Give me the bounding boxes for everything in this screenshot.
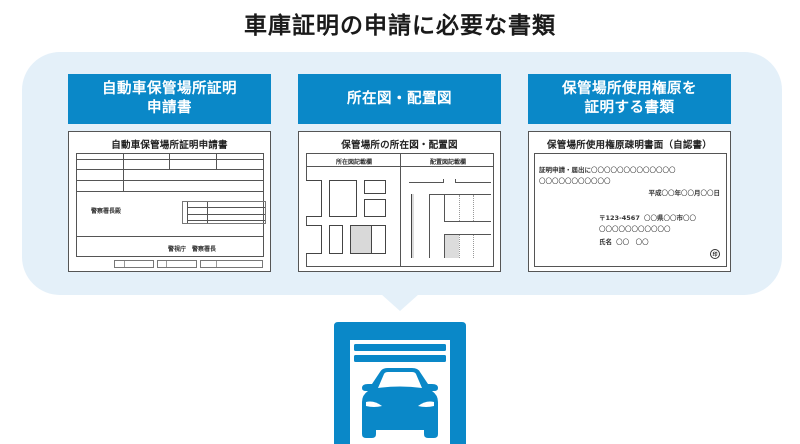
date-year: 年	[674, 189, 682, 197]
document-usage-rights: 保管場所使用権原疎明書面（自認書） 証明申請・届出に〇〇〇〇〇〇〇〇〇〇〇〇〇 …	[528, 131, 731, 272]
column-application-form: 自動車保管場所証明 申請書 自動車保管場所証明申請書 警察署長殿 警視庁 警察署…	[68, 74, 271, 272]
table-line	[123, 154, 124, 191]
table-line	[216, 154, 217, 169]
address-fill: 〇〇	[644, 214, 657, 222]
table-line	[77, 169, 263, 170]
table-line	[169, 154, 170, 169]
address-line-2: 〇〇〇〇〇〇〇〇〇〇〇	[599, 225, 671, 233]
name-line: 氏名 〇〇 〇〇	[599, 236, 649, 246]
address-fill: 〇〇	[683, 214, 696, 222]
page-title-text: 車庫証明の申請に必要な書類	[244, 13, 556, 39]
document-location-map: 保管場所の所在図・配置図 所在図記載欄 配置図記載欄	[298, 131, 501, 272]
table-line	[187, 202, 188, 223]
address-city: 市	[676, 214, 684, 222]
parking-line	[429, 194, 430, 258]
date-era: 平成	[648, 189, 662, 197]
parking-line	[444, 194, 445, 221]
column-header: 保管場所使用権原を 証明する書類	[528, 74, 731, 124]
map-block	[306, 225, 322, 254]
table-line	[166, 261, 167, 267]
table-line	[216, 261, 217, 267]
page-title: 車庫証明の申請に必要な書類	[234, 6, 566, 46]
road-line	[455, 182, 491, 183]
parking-line	[444, 234, 445, 258]
parking-line	[444, 221, 491, 222]
map-block	[371, 225, 386, 254]
stamp-table	[182, 201, 266, 224]
seal-icon: 印	[710, 249, 720, 259]
issuer-text: 警視庁 警察署長	[168, 246, 217, 253]
address-fill: 〇〇	[663, 214, 677, 222]
map-block	[329, 225, 343, 254]
parking-line	[429, 194, 491, 195]
parking-spot-highlight	[445, 235, 459, 258]
column-header: 所在図・配置図	[298, 74, 501, 124]
footer-box	[114, 260, 154, 268]
date-fill: 〇〇	[700, 189, 714, 197]
title-wrap: 車庫証明の申請に必要な書類	[0, 6, 800, 46]
wall-line	[411, 194, 412, 258]
name-label: 氏名	[599, 238, 612, 246]
title-underline	[234, 39, 566, 44]
garage-car-icon	[334, 322, 466, 444]
date-day: 日	[713, 189, 721, 197]
column-location-map: 所在図・配置図 保管場所の所在図・配置図 所在図記載欄 配置図記載欄	[298, 74, 501, 272]
footer-box	[157, 260, 197, 268]
date-fill: 〇〇	[661, 189, 675, 197]
document-title: 保管場所使用権原疎明書面（自認書）	[547, 140, 712, 151]
wall-fill	[412, 194, 414, 258]
table-line	[400, 154, 401, 266]
table-line	[77, 159, 263, 160]
table-line	[77, 191, 263, 192]
placeholder-text: 〇〇〇〇〇〇〇〇〇〇〇〇〇	[591, 166, 676, 174]
postal-code: 〒123-4567	[599, 214, 640, 222]
addressee-text: 警察署長殿	[91, 208, 122, 215]
road-line	[409, 182, 443, 183]
table-line	[187, 214, 265, 215]
table-line	[77, 180, 263, 181]
map-block	[364, 199, 386, 217]
parking-divider	[473, 195, 474, 221]
column-header: 自動車保管場所証明 申請書	[68, 74, 271, 124]
form-table: 警察署長殿 警視庁 警察署長	[76, 153, 266, 257]
date-line: 平成〇〇年〇〇月〇〇日	[649, 187, 721, 197]
document-title: 保管場所の所在図・配置図	[341, 140, 458, 151]
table-line	[124, 261, 125, 267]
table-line	[187, 207, 265, 208]
declaration-label: 証明申請・届出に	[539, 166, 591, 174]
table-line	[77, 236, 263, 237]
layout-map-label: 配置図記載欄	[429, 159, 466, 166]
parking-divider	[459, 235, 460, 258]
map-block	[306, 180, 322, 217]
parking-line	[444, 234, 491, 235]
footer-box	[200, 260, 263, 268]
map-frame: 所在図記載欄 配置図記載欄	[306, 153, 494, 267]
location-map-label: 所在図記載欄	[335, 159, 372, 166]
date-fill: 〇〇	[681, 189, 694, 197]
date-month: 月	[694, 189, 701, 197]
road-line	[443, 179, 444, 183]
column-usage-rights: 保管場所使用権原を 証明する書類 保管場所使用権原疎明書面（自認書） 証明申請・…	[528, 74, 731, 272]
map-block-highlight	[350, 225, 372, 254]
document-application-form: 自動車保管場所証明申請書 警察署長殿 警視庁 警察署長	[68, 131, 271, 272]
name-fill: 〇〇 〇〇	[616, 238, 649, 246]
parking-divider	[473, 235, 474, 258]
address-line-1: 〒123-4567 〇〇県〇〇市〇〇	[599, 212, 696, 222]
road-line	[455, 179, 456, 183]
table-line	[187, 220, 265, 221]
table-line	[207, 202, 208, 223]
map-block	[364, 180, 386, 194]
speech-bubble-tail	[381, 294, 419, 311]
declaration-line-2: 〇〇〇〇〇〇〇〇〇〇〇	[539, 177, 611, 185]
address-prefecture: 県	[657, 214, 664, 222]
declaration-line-1: 証明申請・届出に〇〇〇〇〇〇〇〇〇〇〇〇〇	[539, 164, 676, 174]
parking-divider	[459, 195, 460, 221]
document-title: 自動車保管場所証明申請書	[111, 140, 228, 151]
declaration-frame: 証明申請・届出に〇〇〇〇〇〇〇〇〇〇〇〇〇 〇〇〇〇〇〇〇〇〇〇〇 平成〇〇年〇…	[534, 153, 727, 267]
map-block	[329, 180, 357, 217]
